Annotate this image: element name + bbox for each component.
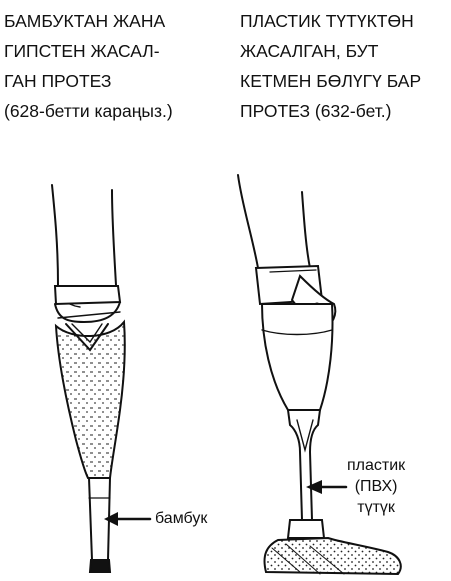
plastic-pipe-label-line: пластик <box>347 455 405 476</box>
plastic-pipe-label-line: (ПВХ) <box>347 476 405 497</box>
plastic-pipe-label-line: түтүк <box>347 497 405 518</box>
plastic-pipe-label: пластик (ПВХ) түтүк <box>347 455 405 518</box>
bamboo-label: бамбук <box>155 508 207 529</box>
bamboo-prosthesis-drawing <box>52 185 150 572</box>
